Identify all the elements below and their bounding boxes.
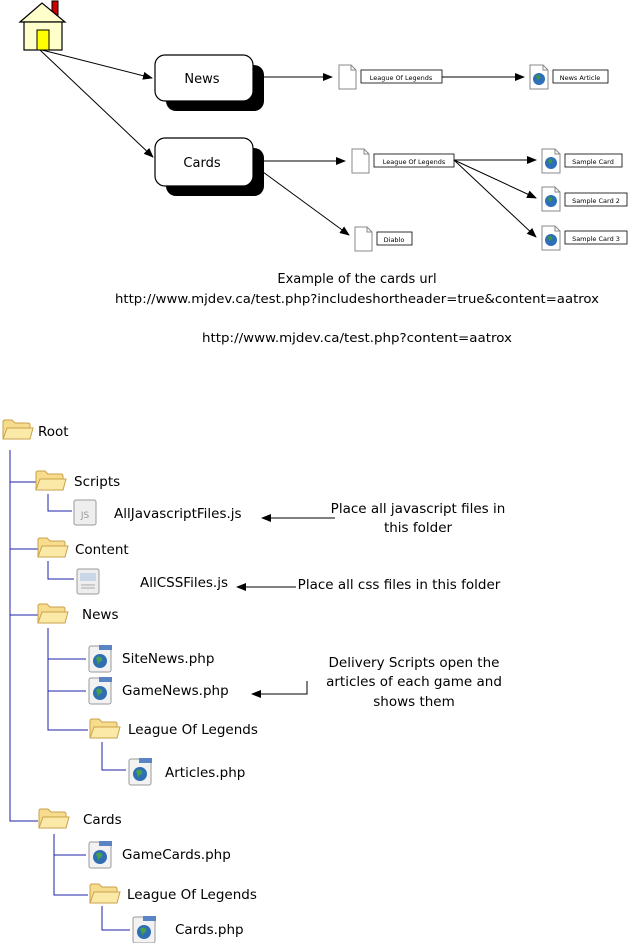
content-label: Content — [75, 542, 129, 558]
delivery-note-line1: Delivery Scripts open the — [329, 655, 500, 671]
js-note-line2: this folder — [384, 520, 453, 536]
folder-icon — [89, 718, 121, 739]
css-note: Place all css files in this folder — [298, 577, 501, 593]
home-to-news-arrow — [41, 49, 153, 80]
news-lol-folder-label: League Of Legends — [128, 722, 258, 738]
php-file-icon — [128, 757, 153, 786]
folder-icon — [2, 419, 34, 440]
diablo-label: Diablo — [384, 236, 405, 244]
articles-label: Articles.php — [165, 765, 245, 781]
cards-lol-folder-label: League Of Legends — [127, 887, 257, 903]
cards-node-label: Cards — [183, 156, 220, 171]
folder-icon — [38, 808, 70, 829]
news-node-label: News — [184, 72, 219, 87]
folder-icon — [89, 883, 121, 904]
document-icon — [338, 64, 357, 90]
diablo-box — [376, 231, 413, 246]
delivery-note-line3: shows them — [373, 694, 455, 710]
scripts-label: Scripts — [74, 474, 120, 490]
news-lol-label: League Of Legends — [370, 74, 433, 82]
card2-label: Sample Card 2 — [572, 197, 620, 205]
php-file-icon — [132, 915, 157, 943]
php-file-icon — [88, 676, 113, 705]
card1-label: Sample Card — [572, 158, 614, 166]
tree-connectors — [9, 450, 130, 931]
news-folder-label: News — [82, 607, 118, 623]
cards-folder-label: Cards — [83, 812, 122, 828]
web-page-icon — [541, 148, 561, 174]
caption-url-2: http://www.mjdev.ca/test.php?content=aat… — [202, 330, 512, 345]
lol-to-card2-arrow — [453, 159, 537, 199]
cards-php-label: Cards.php — [175, 922, 244, 938]
root-label: Root — [38, 424, 69, 440]
delivery-note-line2: articles of each game and — [326, 674, 502, 690]
cards-node: Cards — [154, 137, 264, 196]
js-note-line1: Place all javascript files in — [331, 501, 506, 517]
card2-box — [564, 192, 628, 207]
caption-title: Example of the cards url — [277, 272, 436, 287]
php-file-icon — [88, 644, 113, 673]
delivery-note-arrow — [251, 681, 308, 698]
folder-icon — [35, 470, 67, 491]
lol-to-card3-arrow — [453, 159, 537, 238]
card3-label: Sample Card 3 — [572, 235, 620, 243]
home-icon — [18, 0, 67, 51]
news-article-label: News Article — [560, 74, 600, 82]
card3-box — [564, 230, 628, 245]
folder-icon — [37, 603, 69, 624]
js-file-icon — [73, 499, 97, 526]
cards-to-diablo-arrow — [262, 171, 350, 236]
web-page-icon — [541, 186, 561, 212]
news-node: News — [154, 54, 264, 111]
js-file-label: AllJavascriptFiles.js — [114, 506, 242, 522]
web-page-icon — [541, 225, 561, 251]
document-icon — [354, 226, 373, 252]
caption-url-1: http://www.mjdev.ca/test.php?includeshor… — [115, 291, 599, 306]
site-news-label: SiteNews.php — [122, 651, 214, 667]
cards-lol-label: League Of Legends — [383, 158, 446, 166]
web-page-icon — [529, 64, 549, 90]
news-article-box — [552, 69, 609, 84]
css-file-icon — [76, 568, 100, 595]
card1-box — [564, 153, 623, 168]
game-cards-label: GameCards.php — [122, 847, 231, 863]
home-to-cards-arrow — [39, 49, 154, 158]
folder-icon — [37, 537, 69, 558]
document-icon — [351, 148, 370, 174]
php-file-icon — [88, 840, 113, 869]
game-news-label: GameNews.php — [122, 683, 229, 699]
css-file-label: AllCSSFiles.js — [140, 575, 228, 591]
